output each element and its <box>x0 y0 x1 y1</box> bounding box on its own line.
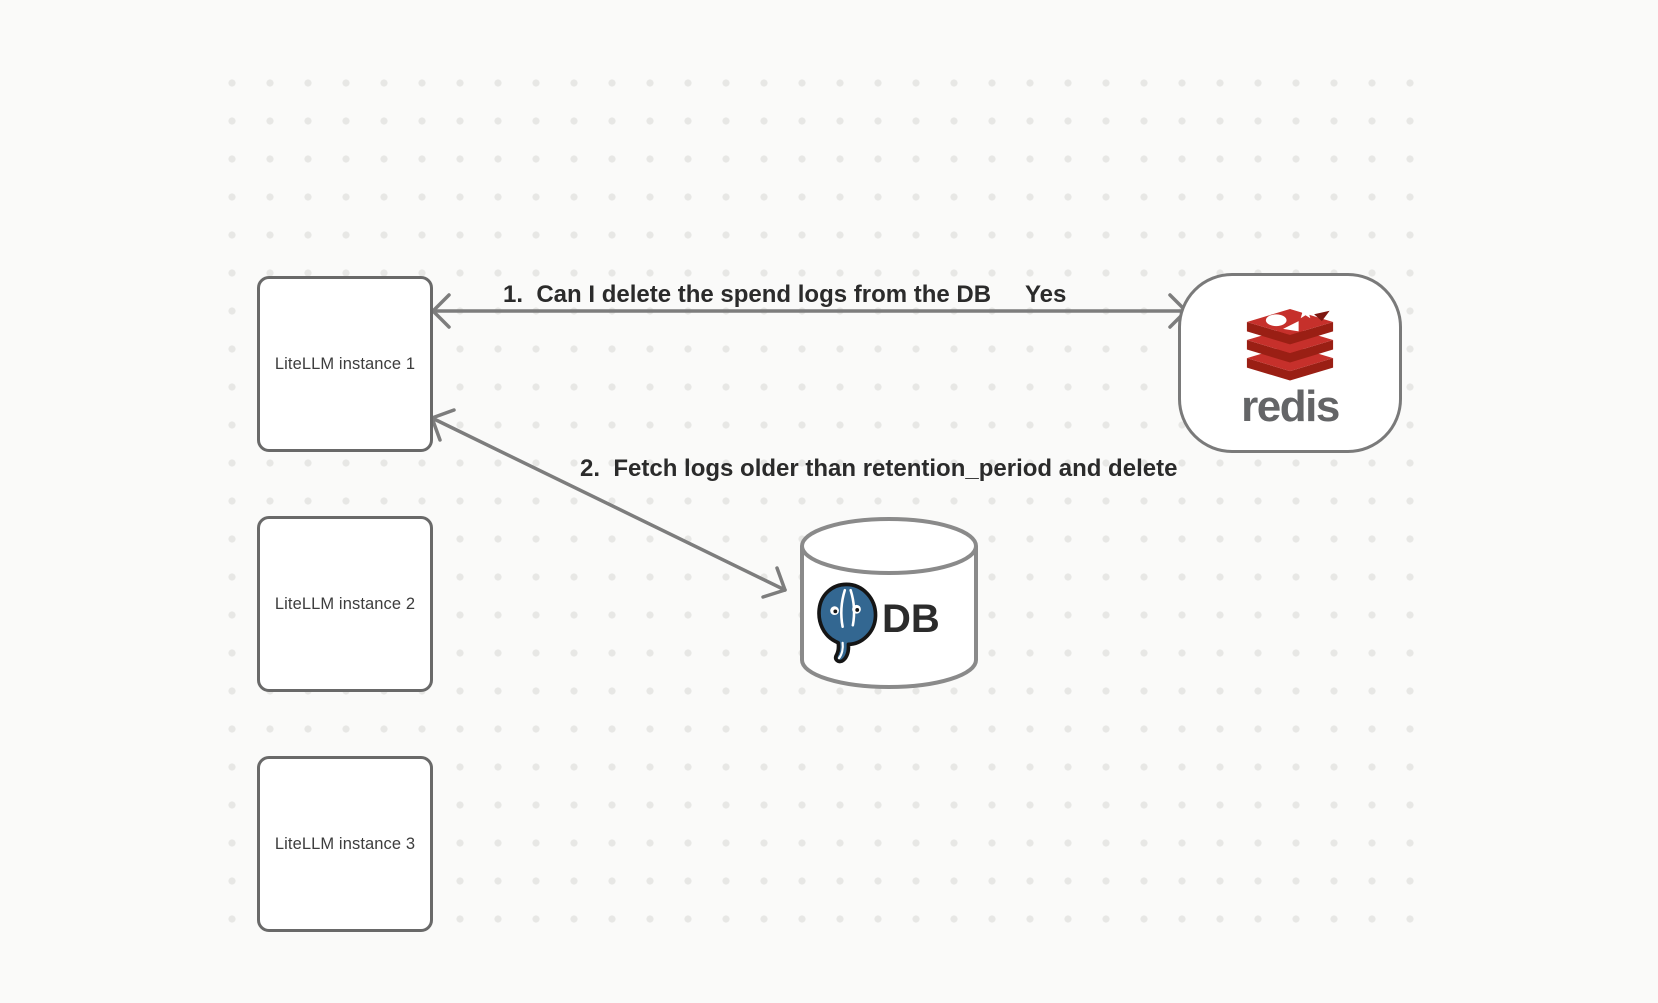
arrow-instance1-db[interactable] <box>430 408 787 599</box>
node-litellm-instance-2[interactable]: LiteLLM instance 2 <box>257 516 433 692</box>
arrow-1-label: 1. Can I delete the spend logs from the … <box>503 281 992 308</box>
node-label: LiteLLM instance 2 <box>274 594 416 613</box>
arrow-2-label: 2. Fetch logs older than retention_perio… <box>580 455 1178 482</box>
db-node-label: DB <box>882 597 940 641</box>
node-redis[interactable]: redis <box>1178 273 1402 453</box>
postgresql-logo-icon <box>817 582 878 664</box>
redis-logo-icon <box>1246 303 1334 381</box>
redis-wordmark: redis <box>1241 382 1340 431</box>
arrow-1-response-label: Yes <box>1025 281 1067 308</box>
node-db-cylinder[interactable] <box>795 515 983 693</box>
node-label: LiteLLM instance 3 <box>274 834 416 853</box>
node-litellm-instance-1[interactable]: LiteLLM instance 1 <box>257 276 433 452</box>
node-label: LiteLLM instance 1 <box>274 354 416 373</box>
node-litellm-instance-3[interactable]: LiteLLM instance 3 <box>257 756 433 932</box>
